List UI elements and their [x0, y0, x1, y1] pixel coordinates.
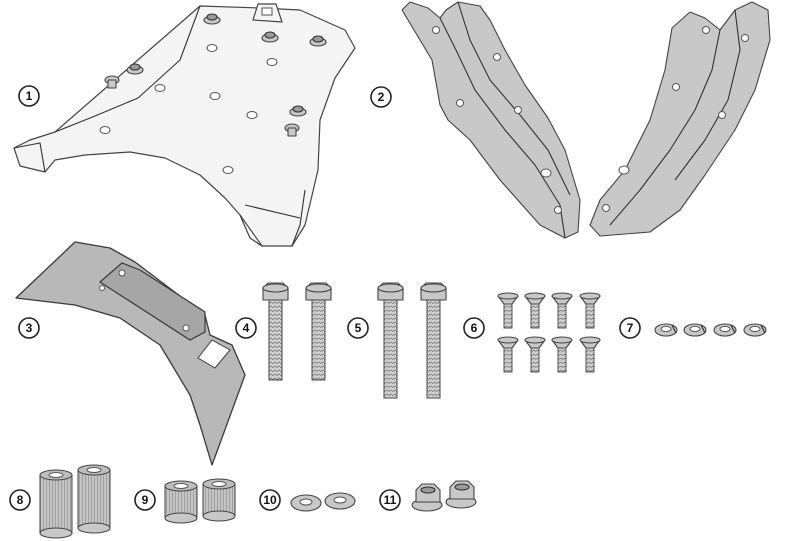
callout-8: 8 — [9, 489, 31, 511]
part-3-mudguard — [15, 241, 246, 466]
callout-7: 7 — [619, 317, 641, 339]
callout-2: 2 — [370, 86, 392, 108]
callout-8-label: 8 — [17, 493, 24, 507]
callout-4-label: 4 — [243, 321, 250, 335]
part-6-countersunk-screws — [497, 292, 601, 373]
callout-10-label: 10 — [263, 493, 277, 507]
callout-4: 4 — [235, 317, 257, 339]
callout-1: 1 — [18, 85, 40, 107]
callout-3-label: 3 — [26, 321, 33, 335]
callout-9-label: 9 — [142, 493, 149, 507]
callout-1-label: 1 — [26, 89, 33, 103]
part-1-rack-plate — [13, 3, 356, 247]
callout-10: 10 — [259, 489, 281, 511]
part-4-short-bolts — [262, 282, 332, 381]
part-7-spring-washers — [654, 323, 767, 337]
part-11-flange-nuts — [411, 480, 477, 512]
part-9-short-spacers — [164, 478, 236, 524]
part-2-side-brackets — [401, 1, 771, 239]
callout-3: 3 — [18, 317, 40, 339]
callout-11-label: 11 — [384, 493, 397, 507]
callout-11: 11 — [379, 489, 401, 511]
callout-9: 9 — [134, 489, 156, 511]
callout-6: 6 — [463, 317, 485, 339]
part-10-flat-washers — [290, 492, 356, 512]
callout-2-label: 2 — [378, 90, 385, 104]
part-5-long-bolts — [377, 282, 447, 399]
callout-7-label: 7 — [627, 321, 634, 335]
callout-5-label: 5 — [355, 321, 362, 335]
part-8-tall-spacers — [39, 464, 111, 539]
callout-6-label: 6 — [471, 321, 478, 335]
callout-5: 5 — [347, 317, 369, 339]
